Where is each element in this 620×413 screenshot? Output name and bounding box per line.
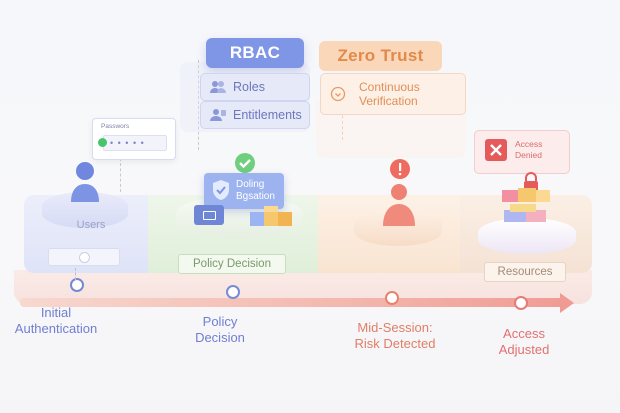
timeline-tick-1	[75, 268, 76, 280]
entitlements-label: Entitlements	[233, 108, 302, 122]
resource-cubes-icon	[250, 206, 300, 235]
timeline-arrow	[20, 298, 568, 307]
connector-zt	[342, 110, 343, 140]
milestone-initial-authentication: Initial Authentication	[14, 305, 98, 336]
timeline-marker-1	[70, 278, 84, 292]
password-dots: • • • • •	[110, 138, 145, 148]
users-icon	[209, 80, 227, 94]
timeline-arrowhead-icon	[560, 293, 574, 313]
entitlements-pill: Entitlements	[200, 101, 310, 129]
locked-cubes-icon	[500, 180, 560, 235]
connector-rbac	[198, 60, 199, 150]
refresh-icon	[329, 86, 347, 102]
access-denied-label: Access Denied	[515, 139, 543, 160]
denied-icon	[485, 139, 507, 161]
connector-pw	[120, 158, 121, 192]
resources-label: Resources	[484, 262, 566, 282]
policy-engine-label: Doling Bgsation	[236, 179, 275, 202]
password-field[interactable]: • • • • •	[98, 135, 167, 151]
risk-alert-icon	[389, 158, 411, 185]
rbac-badge: RBAC	[206, 38, 304, 68]
access-denied-card: Access Denied	[474, 130, 570, 174]
policy-engine-card: Doling Bgsation	[204, 173, 284, 209]
roles-label: Roles	[233, 80, 265, 94]
slot-knob-icon	[78, 251, 90, 263]
entitlements-icon	[209, 108, 227, 122]
monitor-icon	[194, 205, 224, 225]
shield-check-icon	[212, 179, 230, 205]
user-figure-icon	[68, 160, 102, 209]
timeline-marker-3	[385, 291, 399, 305]
users-slot	[48, 248, 120, 266]
policy-decision-label: Policy Decision	[178, 254, 286, 274]
policy-check-icon	[234, 152, 256, 179]
password-card-title: Passwors	[101, 123, 130, 130]
timeline-marker-2	[226, 285, 240, 299]
risk-user-figure-icon	[380, 182, 418, 233]
check-icon	[98, 138, 107, 147]
timeline-marker-4	[514, 296, 528, 310]
continuous-verification-label: Continuous Verification	[359, 80, 420, 108]
milestone-risk-detected: Mid-Session: Risk Detected	[354, 320, 436, 351]
resources-pedestal	[478, 218, 576, 254]
continuous-verification-pill: Continuous Verification	[320, 73, 466, 115]
password-card: Passwors • • • • •	[92, 118, 176, 160]
milestone-policy-decision: Policy Decision	[195, 314, 245, 345]
milestone-access-adjusted: Access Adjusted	[498, 326, 550, 357]
zero-trust-badge: Zero Trust	[319, 41, 442, 71]
roles-pill: Roles	[200, 73, 310, 101]
users-label: Users	[76, 219, 106, 231]
